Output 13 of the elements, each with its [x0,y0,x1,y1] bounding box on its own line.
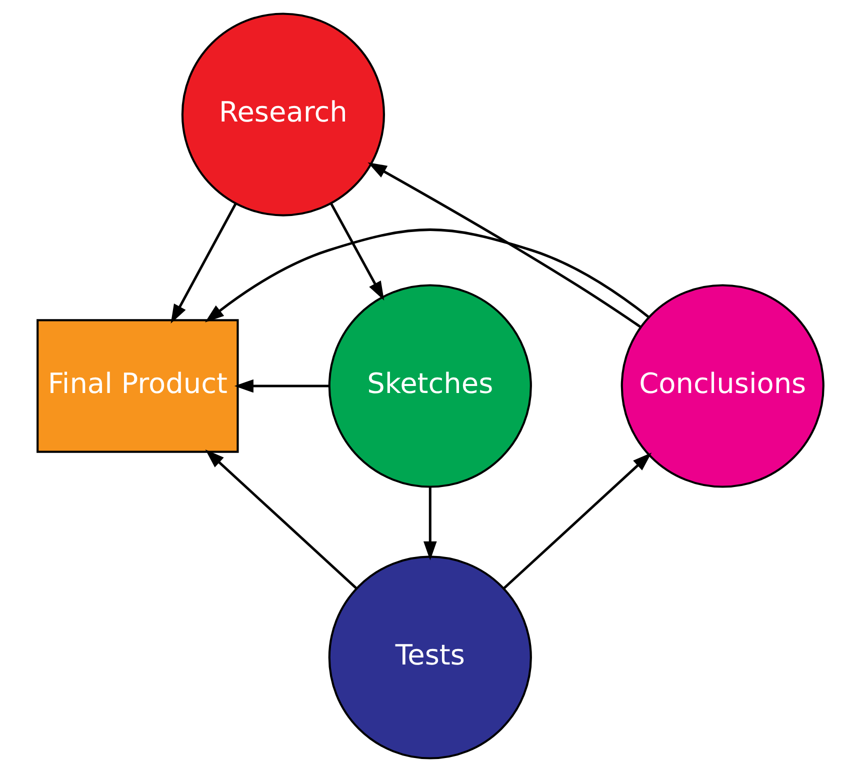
arrow [204,228,649,322]
node-box: Final Product [36,319,238,453]
arrow [204,450,357,590]
arrow [234,379,329,393]
arrow [170,202,236,324]
node-circle: Research [180,12,385,216]
arrow [422,487,436,560]
node-circle: Tests [328,556,532,760]
arrow [367,162,641,328]
arrow [502,452,652,590]
arrow [330,202,384,300]
node-circle: Conclusions [620,284,824,488]
node-circle: Sketches [328,284,532,488]
